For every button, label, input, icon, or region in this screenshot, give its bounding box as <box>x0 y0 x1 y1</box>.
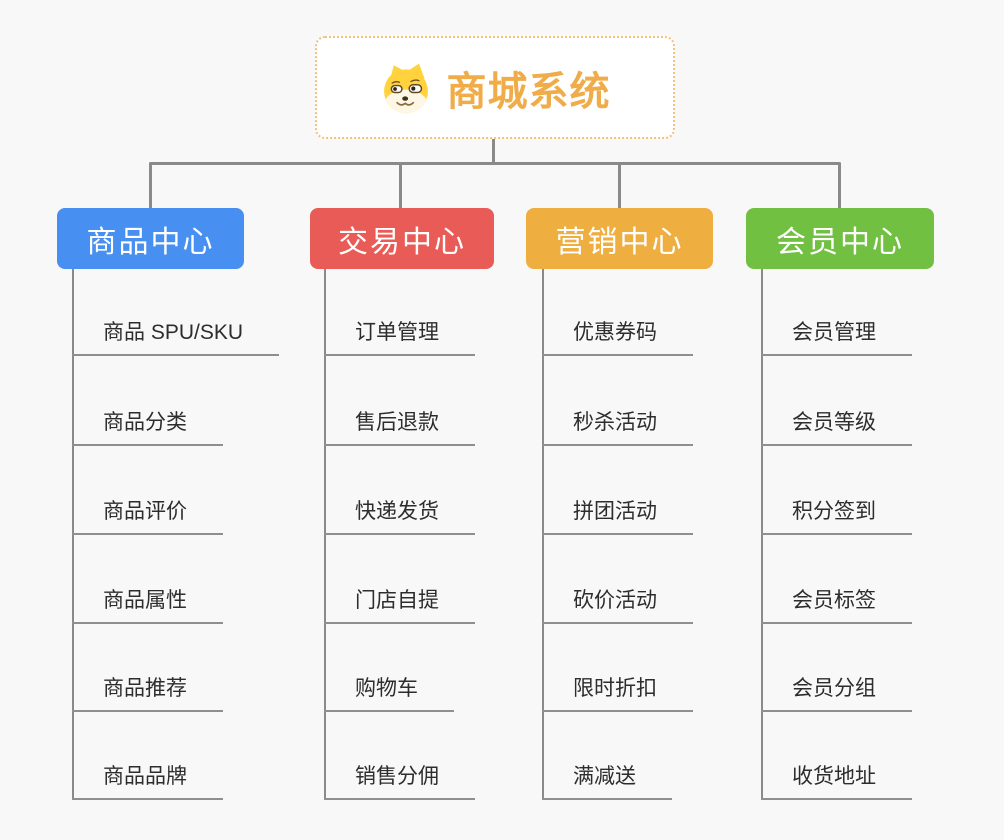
node-member-group[interactable]: 会员分组 <box>761 676 912 712</box>
node-label: 会员管理 <box>761 320 912 356</box>
branch-header-marketing-center[interactable]: 营销中心 <box>526 208 713 269</box>
connector-root-stem <box>492 139 495 163</box>
connector-drop <box>149 163 152 208</box>
node-flash-sale[interactable]: 秒杀活动 <box>542 410 693 446</box>
node-store-pickup[interactable]: 门店自提 <box>324 588 475 624</box>
node-shipping-address[interactable]: 收货地址 <box>761 764 912 800</box>
node-label: 商品推荐 <box>72 676 223 712</box>
node-label: 商品品牌 <box>72 764 223 800</box>
node-spend-and-save[interactable]: 满减送 <box>542 764 672 800</box>
node-label: 优惠券码 <box>542 320 693 356</box>
branch-header-product-center[interactable]: 商品中心 <box>57 208 244 269</box>
node-label: 拼团活动 <box>542 499 693 535</box>
node-points-checkin[interactable]: 积分签到 <box>761 499 912 535</box>
node-label: 销售分佣 <box>324 764 475 800</box>
node-product-spu-sku[interactable]: 商品 SPU/SKU <box>72 320 280 356</box>
node-product-attribute[interactable]: 商品属性 <box>72 588 223 624</box>
node-order-management[interactable]: 订单管理 <box>324 320 475 356</box>
node-product-recommend[interactable]: 商品推荐 <box>72 676 223 712</box>
node-label: 会员分组 <box>761 676 912 712</box>
connector-drop <box>838 163 841 208</box>
node-group-buy[interactable]: 拼团活动 <box>542 499 693 535</box>
node-aftersale-refund[interactable]: 售后退款 <box>324 410 475 446</box>
node-label: 满减送 <box>542 764 672 800</box>
doge-face-icon <box>383 63 428 113</box>
node-product-review[interactable]: 商品评价 <box>72 499 223 535</box>
node-label: 订单管理 <box>324 320 475 356</box>
node-label: 商品 SPU/SKU <box>72 320 280 356</box>
node-member-level[interactable]: 会员等级 <box>761 410 912 446</box>
branch-header-trade-center[interactable]: 交易中心 <box>310 208 494 269</box>
root-node[interactable]: 商城系统 <box>315 36 675 139</box>
node-label: 商品分类 <box>72 410 223 446</box>
node-product-brand[interactable]: 商品品牌 <box>72 764 223 800</box>
node-label: 限时折扣 <box>542 676 693 712</box>
node-label: 快递发货 <box>324 499 475 535</box>
node-limited-time-discount[interactable]: 限时折扣 <box>542 676 693 712</box>
node-label: 门店自提 <box>324 588 475 624</box>
node-label: 收货地址 <box>761 764 912 800</box>
node-label: 会员等级 <box>761 410 912 446</box>
node-label: 秒杀活动 <box>542 410 693 446</box>
node-member-tag[interactable]: 会员标签 <box>761 588 912 624</box>
connector-bus <box>149 162 841 165</box>
node-express-delivery[interactable]: 快递发货 <box>324 499 475 535</box>
root-title: 商城系统 <box>446 69 611 114</box>
node-label: 售后退款 <box>324 410 475 446</box>
node-product-category[interactable]: 商品分类 <box>72 410 223 446</box>
node-label: 会员标签 <box>761 588 912 624</box>
node-label: 砍价活动 <box>542 588 693 624</box>
node-label: 商品属性 <box>72 588 223 624</box>
connector-drop <box>399 163 402 208</box>
node-sales-commission[interactable]: 销售分佣 <box>324 764 475 800</box>
node-member-management[interactable]: 会员管理 <box>761 320 912 356</box>
node-label: 购物车 <box>324 676 454 712</box>
node-coupon-code[interactable]: 优惠券码 <box>542 320 693 356</box>
node-label: 商品评价 <box>72 499 223 535</box>
branch-header-member-center[interactable]: 会员中心 <box>746 208 934 269</box>
connector-drop <box>618 163 621 208</box>
node-label: 积分签到 <box>761 499 912 535</box>
node-shopping-cart[interactable]: 购物车 <box>324 676 454 712</box>
node-bargain-activity[interactable]: 砍价活动 <box>542 588 693 624</box>
